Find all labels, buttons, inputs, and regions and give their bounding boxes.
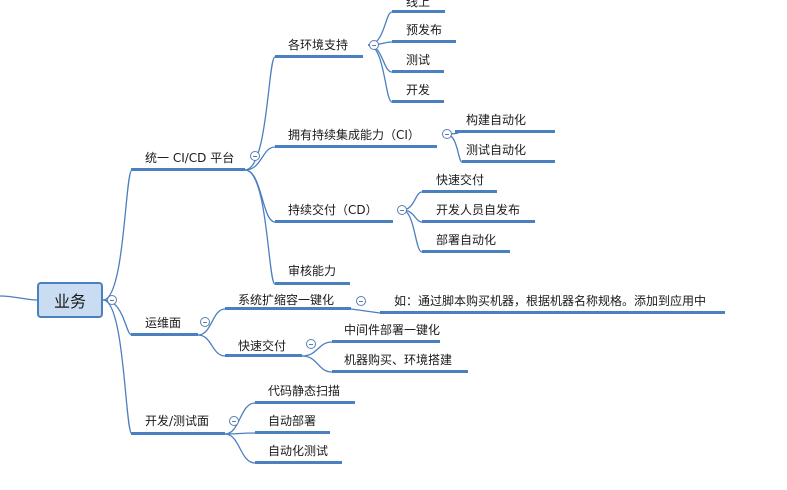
leaf-env-dev[interactable]: 开发	[406, 83, 431, 97]
underline-leaf	[332, 340, 440, 343]
leaf-ci-build[interactable]: 构建自动化	[466, 113, 527, 127]
leaf-dev-scan[interactable]: 代码静态扫描	[268, 384, 341, 398]
underline-leaf	[255, 431, 330, 434]
leaf-env-test[interactable]: 测试	[406, 53, 431, 67]
underline-ci	[275, 145, 437, 148]
leaf-cd-fast[interactable]: 快速交付	[436, 173, 485, 187]
underline-leaf	[422, 220, 535, 223]
collapse-toggle-ci[interactable]	[442, 129, 452, 139]
collapse-toggle-root[interactable]	[107, 295, 117, 305]
underline-scale	[225, 307, 351, 310]
leaf-dev-autotest[interactable]: 自动化测试	[268, 444, 329, 458]
node-platform[interactable]: 统一 CI/CD 平台	[145, 151, 235, 165]
underline-leaf	[255, 401, 355, 404]
collapse-toggle-env[interactable]	[369, 40, 379, 50]
collapse-toggle-dev[interactable]	[229, 416, 239, 426]
underline-env	[275, 55, 363, 58]
underline-leaf	[455, 130, 555, 133]
node-ci[interactable]: 拥有持续集成能力（CI）	[288, 128, 420, 142]
underline-leaf	[332, 370, 468, 373]
leaf-cd-selfrelease[interactable]: 开发人员自发布	[436, 203, 521, 217]
underline-leaf	[255, 461, 342, 464]
underline-delivery	[225, 354, 302, 357]
node-cd[interactable]: 持续交付（CD）	[288, 203, 378, 217]
collapse-toggle-ops[interactable]	[200, 317, 210, 327]
node-ops[interactable]: 运维面	[145, 316, 182, 330]
leaf-env-prod[interactable]: 线上	[406, 0, 431, 9]
leaf-dev-deploy[interactable]: 自动部署	[268, 414, 317, 428]
underline-note	[380, 311, 725, 314]
root-node-business[interactable]: 业务	[37, 282, 103, 318]
leaf-delivery-middleware[interactable]: 中间件部署一键化	[344, 323, 441, 337]
note-scale[interactable]: 如：通过脚本购买机器，根据机器名称规格。添加到应用中	[394, 294, 707, 308]
collapse-toggle-platform[interactable]	[250, 151, 260, 161]
underline-leaf	[392, 100, 444, 103]
node-audit[interactable]: 审核能力	[288, 264, 337, 278]
leaf-env-prerelease[interactable]: 预发布	[406, 23, 443, 37]
underline-ops	[131, 333, 198, 336]
leaf-ci-test[interactable]: 测试自动化	[466, 143, 527, 157]
leaf-cd-deploy[interactable]: 部署自动化	[436, 233, 497, 247]
underline-platform	[131, 168, 245, 171]
node-delivery[interactable]: 快速交付	[238, 339, 287, 353]
collapse-toggle-scale[interactable]	[356, 296, 366, 306]
underline-leaf	[462, 160, 555, 163]
leaf-delivery-env[interactable]: 机器购买、环境搭建	[344, 353, 453, 367]
collapse-toggle-delivery[interactable]	[306, 339, 316, 349]
underline-leaf	[422, 250, 510, 253]
underline-audit	[275, 282, 350, 285]
underline-leaf	[422, 190, 497, 193]
underline-leaf	[392, 70, 444, 73]
underline-leaf	[392, 10, 445, 13]
underline-cd	[275, 220, 393, 223]
underline-dev	[131, 432, 225, 435]
underline-leaf	[392, 40, 456, 43]
collapse-toggle-cd[interactable]	[397, 205, 407, 215]
node-env[interactable]: 各环境支持	[288, 38, 349, 52]
node-dev[interactable]: 开发/测试面	[145, 414, 210, 428]
node-scale[interactable]: 系统扩缩容一键化	[238, 293, 335, 307]
